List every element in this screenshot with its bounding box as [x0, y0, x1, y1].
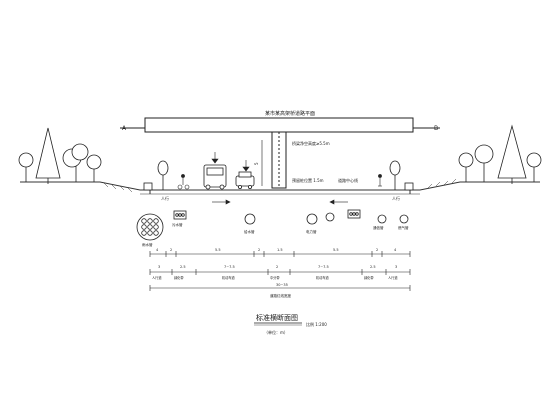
- dim-value: 2: [276, 265, 278, 269]
- street-trees-right: [389, 160, 414, 191]
- ground-profile: [20, 181, 540, 195]
- dim-value: 5.5: [215, 248, 221, 252]
- utility-label: 电力管: [306, 229, 317, 234]
- cable-box-left: [173, 210, 187, 220]
- utility-label: 燃气管: [398, 225, 409, 230]
- dim-value: 3: [395, 265, 397, 269]
- utility-label: 污水管: [172, 222, 183, 227]
- pier-label: 预留桩位置 1.5m: [292, 177, 324, 183]
- left-end-mark: A: [122, 125, 127, 132]
- bridge-pier: [271, 131, 287, 189]
- total-dim: 30~35: [276, 283, 288, 287]
- utility-label: 给水管: [244, 229, 255, 234]
- clearance-note: 桥梁净空高度≥5.5m: [292, 140, 330, 146]
- right-lane-mark: 人行: [392, 195, 400, 201]
- scale-note: 比例 1:200: [306, 321, 327, 327]
- dim-label: 机动车道: [316, 275, 330, 280]
- dim-label: 机动车道: [222, 275, 236, 280]
- car-icon: [235, 171, 255, 189]
- bridge-label: 某市某高架桥道路平面: [265, 110, 315, 117]
- utility-labels: 雨水管 污水管 给水管 电力管 通信管 燃气管: [142, 222, 409, 247]
- cable-box-right: [347, 209, 361, 219]
- dim-value: 7~7.5: [318, 265, 329, 269]
- single-pipes: [244, 212, 409, 225]
- dim-label: 绿化带: [364, 275, 374, 280]
- lane-direction-arrows: [212, 199, 348, 205]
- bus-icon: [203, 164, 227, 190]
- dim-label: 人行道: [152, 275, 162, 280]
- dim-value: 1.5: [277, 248, 283, 252]
- right-end-mark: B: [434, 125, 438, 132]
- slope-hatch: [103, 178, 457, 193]
- dim-value: 2: [170, 248, 172, 252]
- pedestrian-right: [378, 174, 382, 187]
- dim-label: 绿化带: [174, 275, 184, 280]
- dim-label: 中分带: [270, 275, 280, 280]
- dim-value: 2: [376, 248, 378, 252]
- dimension-total: [149, 285, 411, 291]
- bridge-deck: [120, 117, 440, 133]
- dim-value: 4: [156, 248, 159, 252]
- pedestrian-left: [177, 174, 190, 190]
- utility-label: 通信管: [373, 225, 384, 230]
- dim-value: 2: [258, 248, 260, 252]
- dim-value: 2.5: [180, 265, 186, 269]
- tree-group-left: [18, 127, 102, 184]
- dim-value: 3: [158, 265, 160, 269]
- pipe-bundle: [136, 213, 164, 241]
- dim-value: 4: [394, 248, 397, 252]
- tree-group-right: [458, 124, 542, 184]
- pier-dim: 5: [254, 162, 259, 165]
- left-lane-mark: 人行: [161, 195, 169, 201]
- drawing-title: 标准横断面图: [256, 313, 298, 322]
- street-trees-left: [143, 160, 169, 191]
- dim-label: 人行道: [388, 275, 398, 280]
- dim-value: 2.5: [370, 265, 376, 269]
- dimension-row-2: [149, 269, 411, 275]
- dimension-row-1: [149, 251, 411, 257]
- arrow-icons: [211, 152, 250, 172]
- utility-label: 雨水管: [142, 242, 153, 247]
- total-label: 道路红线宽度: [270, 293, 291, 298]
- dim-value: 5.5: [333, 248, 339, 252]
- dim-value: 7~7.5: [224, 265, 235, 269]
- centerline-label: 道路中心线: [338, 177, 358, 183]
- drawing-subtitle: （单位：m）: [264, 329, 288, 335]
